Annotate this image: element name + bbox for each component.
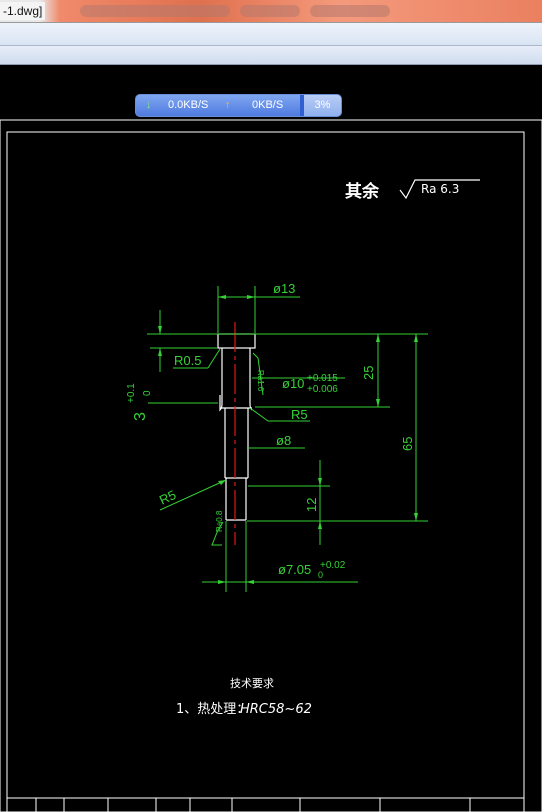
dim-d13: ø13 bbox=[273, 281, 295, 296]
dim-ra08: Ra0.8 bbox=[215, 510, 224, 532]
dim-len3-lower: 0 bbox=[142, 390, 153, 396]
dim-len3: 3 bbox=[132, 412, 149, 421]
download-speed: 0.0KB/S bbox=[168, 99, 209, 111]
dimension-arrows bbox=[158, 295, 418, 584]
notes-title: 技术要求 bbox=[230, 677, 274, 690]
roughness-prefix: 其余 bbox=[345, 181, 380, 202]
upload-speed: 0KB/S bbox=[252, 99, 284, 111]
dim-len25: 25 bbox=[361, 366, 376, 380]
network-speed-meter[interactable]: ↓ 0.0KB/S ↑ 0KB/S 3% bbox=[135, 94, 342, 117]
dim-d705-lower: 0 bbox=[318, 570, 323, 580]
dim-len65: 65 bbox=[400, 437, 415, 451]
window-title: -1.dwg] bbox=[0, 2, 46, 20]
blurred-title-region bbox=[80, 5, 230, 17]
notes-value: HRC58~62 bbox=[240, 702, 312, 717]
dim-len3-upper: +0.1 bbox=[126, 383, 137, 403]
part-outline bbox=[217, 333, 256, 521]
dim-d10-upper: +0.015 bbox=[307, 373, 338, 384]
dim-d8: ø8 bbox=[276, 433, 291, 448]
dimension-lines bbox=[147, 286, 428, 592]
percent-label: 3% bbox=[304, 95, 341, 116]
notes-item: 1、热处理： bbox=[176, 702, 249, 717]
roughness-symbol bbox=[399, 179, 480, 200]
title-block bbox=[7, 797, 524, 812]
sheet-inner-frame bbox=[6, 131, 525, 812]
sheet-outer-frame bbox=[0, 119, 542, 812]
dim-r05: R0.5 bbox=[174, 353, 201, 368]
dim-d705: ø7.05 bbox=[278, 562, 311, 577]
title-bar: -1.dwg] bbox=[0, 0, 542, 23]
blurred-title-region bbox=[310, 5, 390, 17]
dim-ra16: Ra1.6 bbox=[256, 370, 265, 392]
dim-len12: 12 bbox=[304, 498, 319, 512]
percent-fill bbox=[300, 95, 306, 116]
toolbar-secondary[interactable] bbox=[0, 46, 542, 65]
dim-r5-lower: R5 bbox=[157, 487, 178, 508]
roughness-value: Ra 6.3 bbox=[421, 182, 459, 196]
arrow-up-icon: ↑ bbox=[225, 99, 231, 111]
arrow-down-icon: ↓ bbox=[146, 99, 152, 111]
dim-d705-upper: +0.02 bbox=[320, 560, 346, 571]
dim-d10-lower: +0.006 bbox=[307, 384, 338, 395]
toolbar[interactable] bbox=[0, 23, 542, 46]
dim-r5-upper: R5 bbox=[291, 407, 308, 422]
dim-d10: ø10 bbox=[282, 376, 304, 391]
blurred-title-region bbox=[240, 5, 300, 17]
